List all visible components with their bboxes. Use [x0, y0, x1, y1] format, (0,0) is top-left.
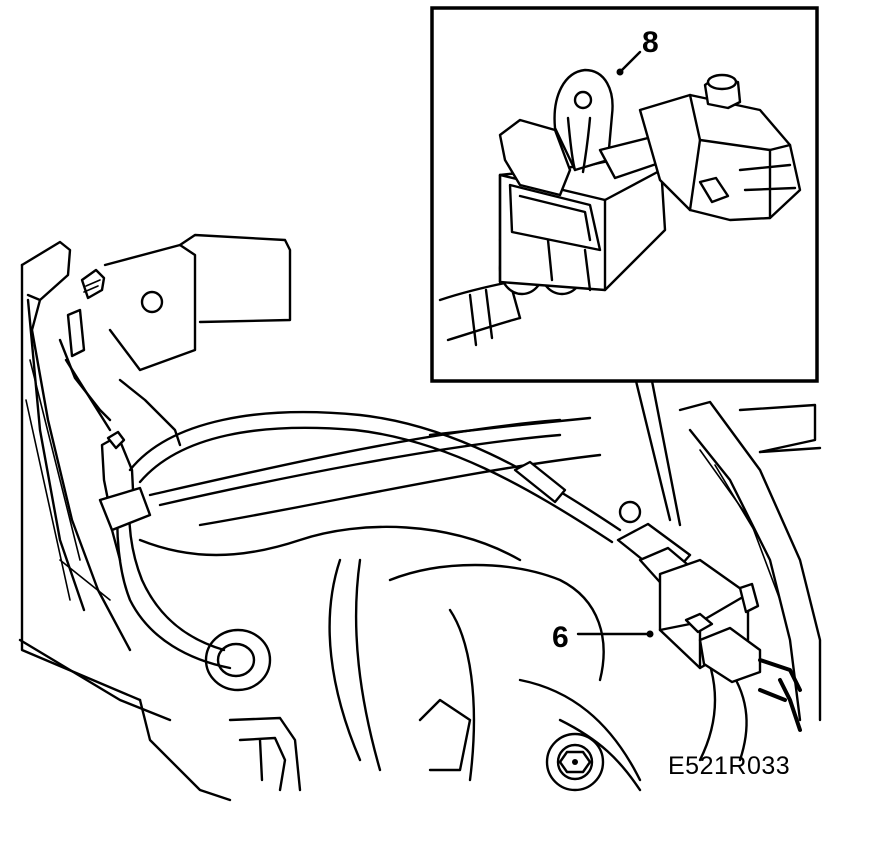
- detail-inset: [430, 6, 819, 527]
- callout-6-leader: [576, 630, 654, 638]
- connector-6: [616, 522, 802, 692]
- callout-8-leader: [616, 50, 642, 76]
- cable-harness: [98, 410, 642, 692]
- callout-8-label: 8: [642, 26, 659, 59]
- figure-code: E521R033: [668, 752, 790, 780]
- callout-6-label: 6: [552, 621, 569, 654]
- body-structure: [18, 233, 822, 802]
